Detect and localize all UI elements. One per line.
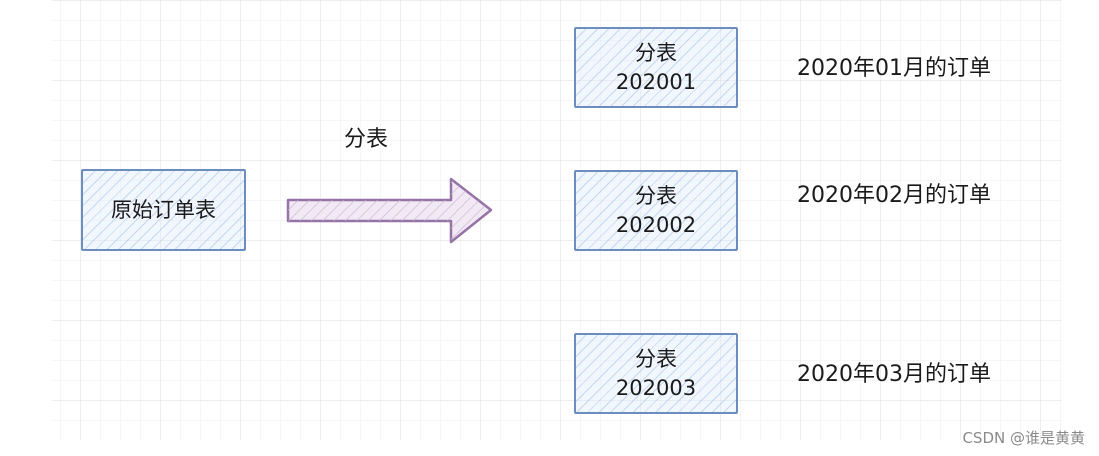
shard-description-202002: 2020年02月的订单 (797, 183, 991, 208)
shard-name: 分表 (635, 347, 677, 372)
shard-description-202003: 2020年03月的订单 (797, 362, 991, 387)
shard-suffix: 202003 (615, 375, 697, 400)
arrow-label: 分表 (344, 127, 389, 152)
source-table-box[interactable]: 原始订单表 (81, 169, 246, 251)
watermark: CSDN @谁是黄黄 (962, 429, 1085, 447)
shard-name: 分表 (635, 184, 677, 209)
shard-description-202001: 2020年01月的订单 (797, 56, 991, 81)
shard-suffix: 202002 (615, 212, 697, 237)
shard-suffix: 202001 (615, 69, 697, 94)
shard-box-202003[interactable]: 分表 202003 (574, 333, 738, 414)
shard-box-202001[interactable]: 分表 202001 (574, 27, 738, 108)
shard-box-202002[interactable]: 分表 202002 (574, 170, 738, 251)
shard-name: 分表 (635, 41, 677, 66)
arrow-hatch (288, 179, 491, 242)
source-table-label: 原始订单表 (111, 197, 216, 222)
